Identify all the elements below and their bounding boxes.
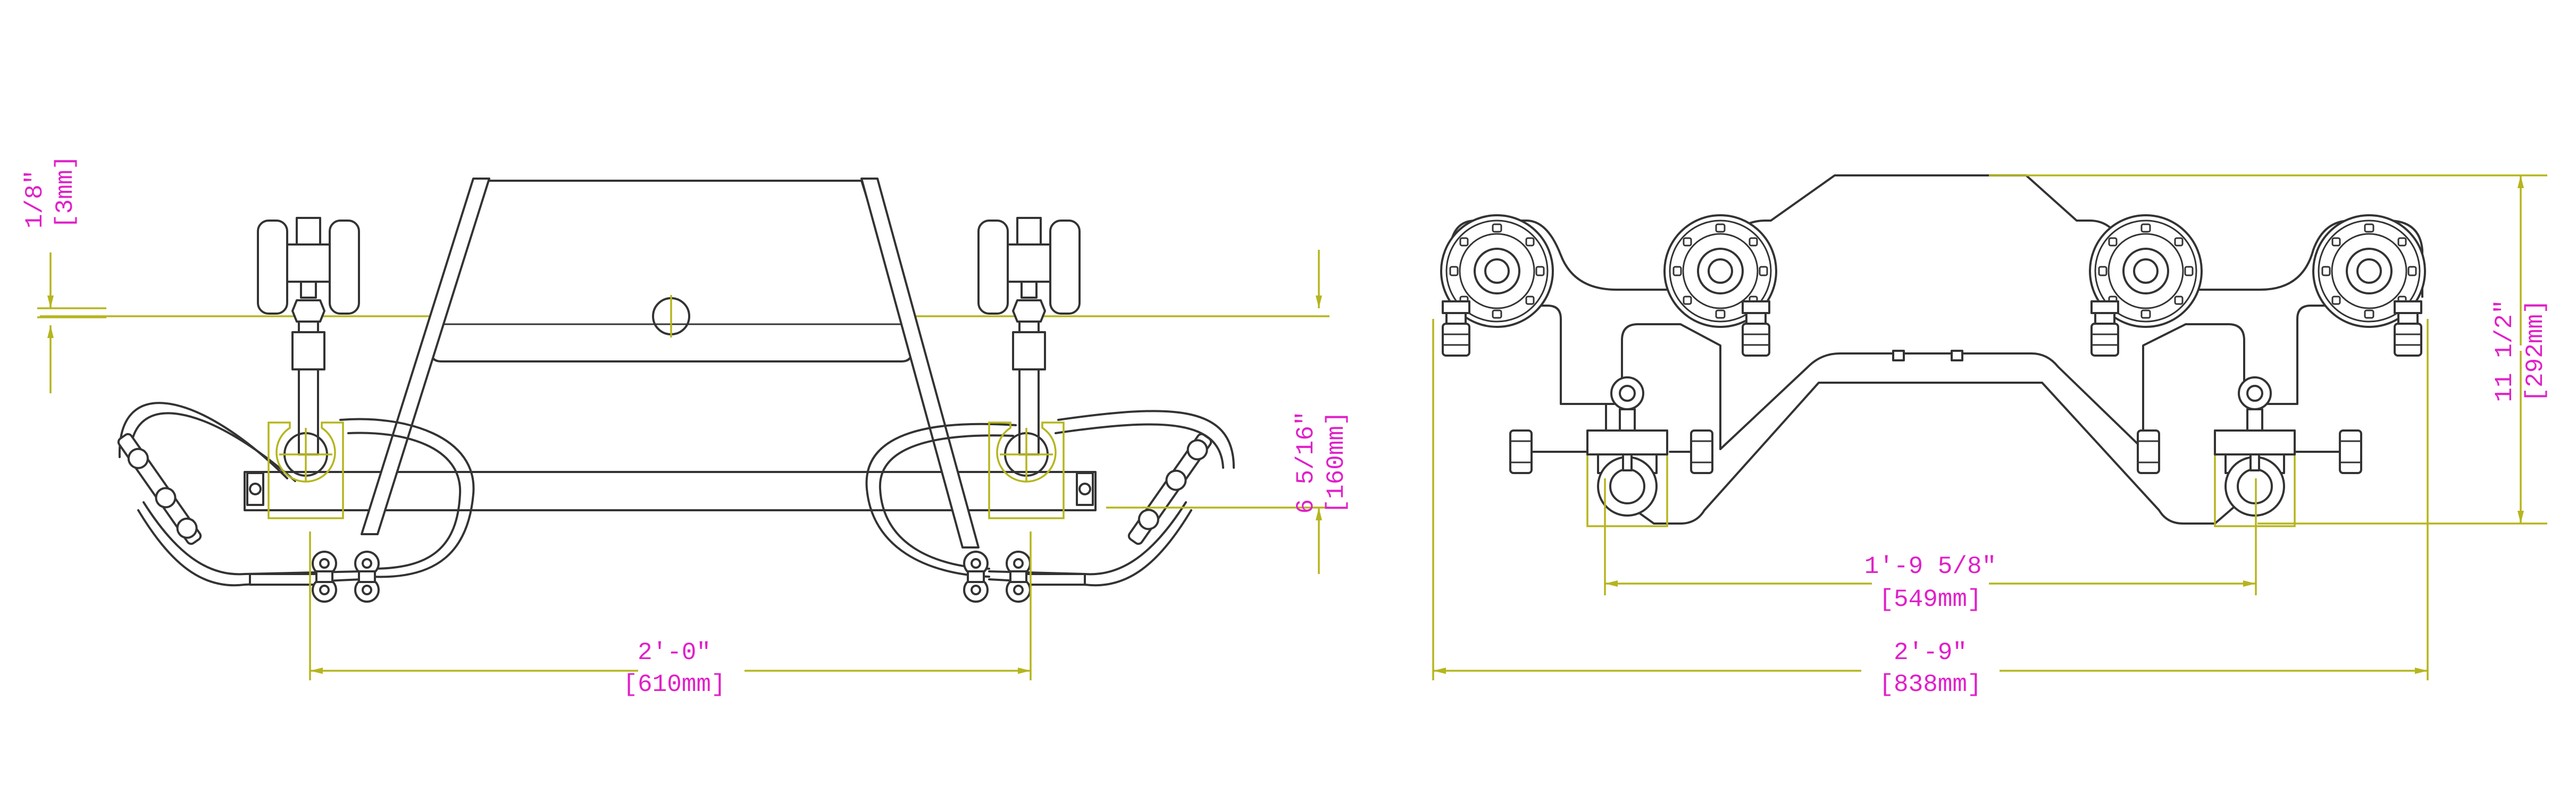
right-inner-imperial: 1'-9 5/8" [1864, 553, 1996, 580]
left-gap-metric: [3mm] [52, 155, 79, 229]
left-height-imperial: 6 5/16" [1292, 411, 1320, 513]
right-height-imperial: 11 1/2" [2491, 299, 2519, 402]
left-gap-imperial: 1/8" [21, 170, 49, 229]
right-overall-metric: [838mm] [1879, 671, 1981, 698]
left-width-metric: [610mm] [623, 671, 725, 698]
left-width-imperial: 2'-0" [638, 639, 711, 667]
left-view-drawing [37, 178, 1329, 680]
right-height-metric: [292mm] [2522, 299, 2549, 402]
left-height-metric: [160mm] [1323, 411, 1350, 513]
right-overall-imperial: 2'-9" [1894, 639, 1967, 667]
right-view-drawing [1432, 174, 2547, 680]
right-inner-metric: [549mm] [1879, 586, 1981, 613]
